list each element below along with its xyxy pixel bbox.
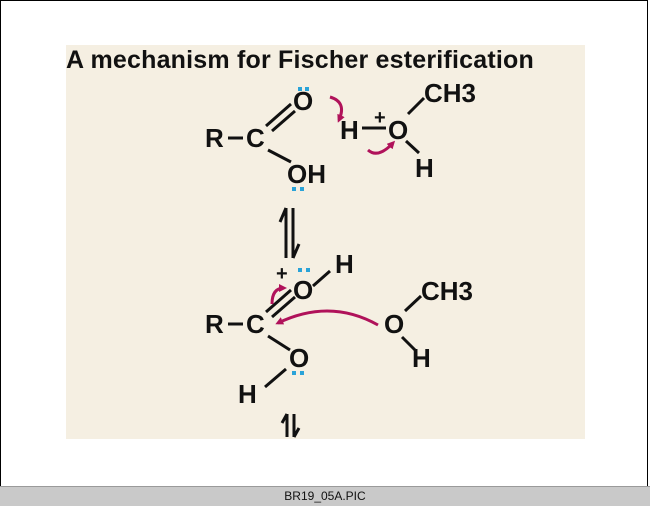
r-group-label: R [205, 309, 224, 339]
hydrogen-label: H [415, 153, 434, 183]
carbonyl-carbon-label: C [246, 309, 265, 339]
hydrogen-label: H [340, 115, 359, 145]
oxonium-oxygen-label: O [293, 275, 313, 305]
o-h-bond [404, 139, 421, 155]
r-group-label: R [205, 123, 224, 153]
step2-protonated-acid: + O H R C O H [205, 249, 354, 409]
equilibrium-arrow-icon [280, 413, 301, 438]
c-o-double-bond-a [265, 102, 292, 128]
curved-arrow-icon [275, 309, 379, 327]
caption-bar: BR19_05A.PIC [0, 486, 650, 506]
hydroxyl-label: OH [287, 159, 326, 189]
o-h-bond [400, 335, 417, 352]
curved-arrow-icon [366, 140, 396, 155]
methyl-label: CH3 [424, 78, 476, 108]
hydrogen-label: H [238, 379, 257, 409]
lone-pair-dots [292, 187, 304, 191]
step1-carboxylic-acid: R C O OH [205, 86, 345, 191]
file-caption: BR19_05A.PIC [284, 489, 366, 503]
positive-charge-label: + [374, 107, 386, 129]
positive-charge-label: + [276, 263, 288, 285]
o-h-bond [264, 367, 287, 389]
methyl-label: CH3 [421, 276, 473, 306]
lone-pair-dots [298, 87, 309, 91]
oxonium-oxygen-label: O [388, 115, 408, 145]
step1-protonated-methanol: H + O CH3 H [340, 78, 476, 183]
carbonyl-carbon-label: C [246, 123, 265, 153]
curved-arrow-icon [329, 95, 345, 123]
curved-arrow-icon [270, 284, 287, 305]
carbonyl-oxygen-label: O [293, 86, 313, 116]
c-o-double-bond-b [271, 109, 296, 133]
c-o-double-bond-b [271, 295, 296, 319]
o-ch3-bond [403, 294, 423, 313]
hydroxyl-oxygen-label: O [289, 343, 309, 373]
o-h-bond [312, 269, 331, 288]
slide-background [66, 45, 585, 439]
c-oh-bond [267, 148, 292, 164]
diagram-title: A mechanism for Fischer esterification [66, 46, 534, 74]
c-oh-bond [267, 334, 291, 352]
step2-methanol: O CH3 H [275, 276, 473, 373]
lone-pair-dots [298, 268, 310, 272]
hydrogen-label: H [412, 343, 431, 373]
c-o-double-bond-a [265, 288, 292, 314]
equilibrium-arrow-icon [278, 207, 301, 259]
mechanism-diagram: R C O OH H + O CH3 H [205, 78, 476, 438]
o-ch3-bond [406, 96, 426, 116]
lone-pair-dots [292, 371, 304, 375]
methanol-oxygen-label: O [384, 309, 404, 339]
hydrogen-label: H [335, 249, 354, 279]
